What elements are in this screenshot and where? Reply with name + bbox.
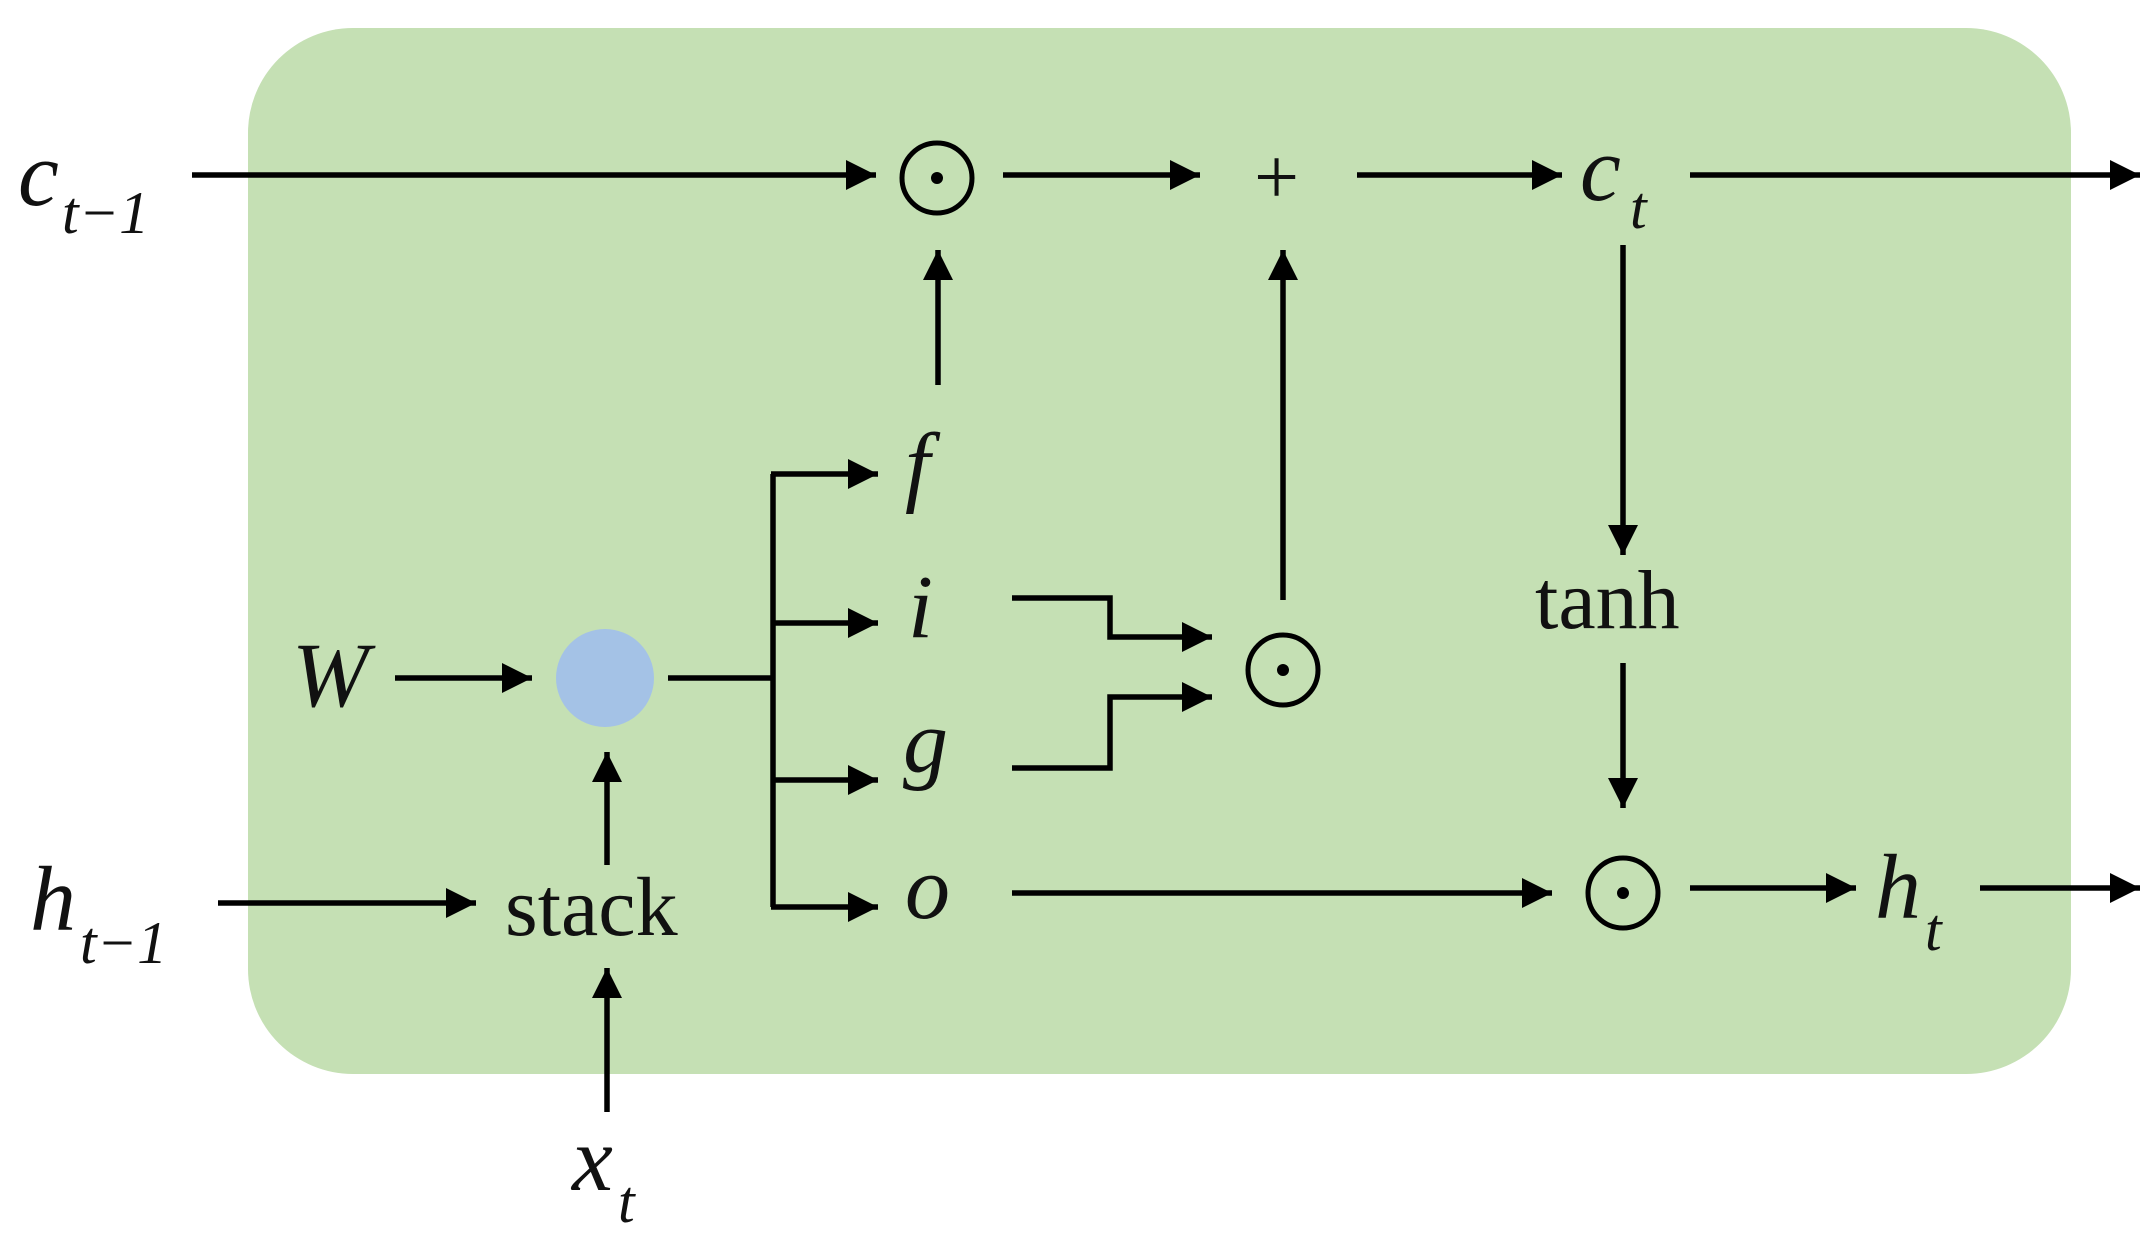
label-tanh: tanh: [1535, 554, 1680, 647]
hadamard-icon: [899, 140, 975, 216]
connection-arrows: [192, 160, 2140, 1112]
label-c-out-subscript: t: [1630, 175, 1648, 241]
hadamard-dot: [931, 172, 943, 184]
label-x-subscript: t: [618, 1169, 636, 1233]
hadamard-icon: [1245, 632, 1321, 708]
label-c-out: c: [1580, 118, 1621, 220]
label-c-prev: c: [18, 123, 59, 225]
hadamard-icon: [1585, 855, 1661, 931]
lstm-cell-background: [248, 28, 2071, 1074]
label-h-out: h: [1875, 836, 1921, 938]
matmul-node: [556, 629, 654, 727]
label-gate-g: g: [903, 693, 948, 792]
label-gate-i: i: [908, 558, 933, 657]
label-h-out-subscript: t: [1925, 897, 1943, 963]
label-stack: stack: [505, 861, 678, 954]
label-gate-o: o: [905, 839, 950, 938]
label-c-prev-subscript: t−1: [62, 180, 149, 246]
hadamard-dot: [1617, 887, 1629, 899]
forget-product-operator: [899, 140, 975, 216]
hadamard-dot: [1277, 664, 1289, 676]
label-weight: W: [292, 624, 376, 726]
label-h-prev-subscript: t−1: [80, 910, 167, 976]
arrow-g-to-input-product: [1012, 682, 1212, 771]
label-plus: +: [1254, 134, 1299, 222]
label-x: x: [570, 1108, 613, 1210]
output-product-operator: [1585, 855, 1661, 931]
arrow-i-to-input-product: [1012, 595, 1212, 652]
input-product-operator: [1245, 632, 1321, 708]
label-h-prev: h: [30, 848, 76, 950]
